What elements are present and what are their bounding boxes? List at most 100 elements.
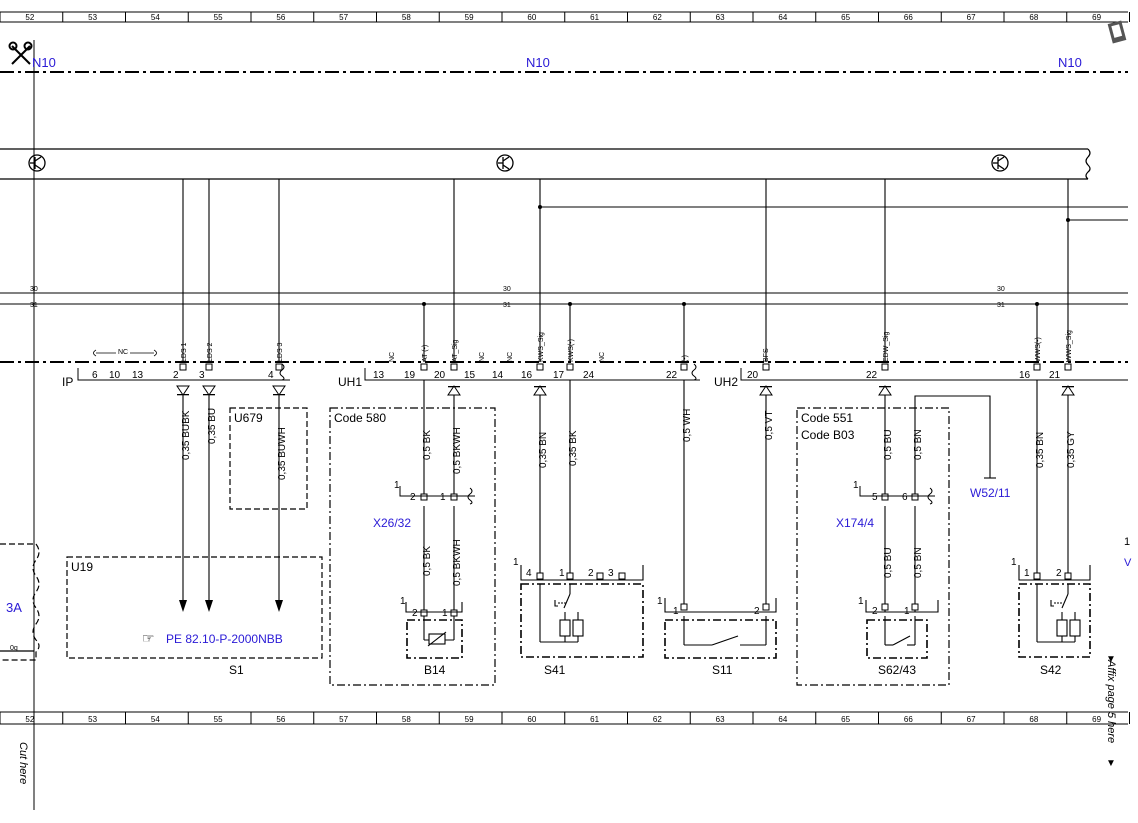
codeb03-label: Code B03 — [801, 428, 855, 442]
uh1-pin: 22 — [666, 370, 678, 381]
s11-switch — [664, 598, 777, 659]
wire-label: 0,35 BN — [1035, 432, 1046, 468]
s41-label: S41 — [544, 663, 566, 677]
code580-label: Code 580 — [334, 411, 386, 425]
pe-reference-icon: ☞ — [142, 630, 155, 646]
pin-contact-marker — [420, 493, 428, 501]
u19-label: U19 — [71, 560, 93, 574]
ruler-column-number: 62 — [653, 13, 662, 22]
signal-label: LDS 2 — [207, 342, 214, 362]
x26-pin: 2 — [410, 492, 416, 503]
u19-box — [66, 556, 323, 659]
arrow-down-icon: ▼ — [1106, 654, 1116, 665]
signal-label: LDS 1 — [181, 342, 188, 362]
signal-label: AT (-) — [422, 345, 429, 362]
s1-label: S1 — [229, 663, 244, 677]
transistor-icon — [496, 154, 514, 172]
pin-contact-marker — [596, 572, 604, 580]
wire-label: 0,35 BN — [538, 432, 549, 468]
code551-label: Code 551 — [801, 411, 853, 425]
wire-label: 0,35 BUBK — [181, 410, 192, 460]
ruler-column-number: 65 — [841, 715, 850, 724]
code580-box — [329, 407, 496, 686]
pin-contact-marker — [911, 493, 919, 501]
pin-contact-marker — [420, 609, 428, 617]
uh1-pin: 17 — [553, 370, 565, 381]
wire-label: 0,5 VT — [764, 411, 775, 440]
scissors-icon — [8, 41, 33, 65]
rail-30-label: 30 — [997, 286, 1005, 293]
signal-label: NC — [507, 352, 514, 362]
s41-pin: 2 — [588, 568, 594, 579]
pin-contact-marker — [881, 603, 889, 611]
connector-ip — [77, 363, 290, 381]
bottom-column-ruler — [0, 711, 1128, 725]
uh1-pin: 19 — [404, 370, 416, 381]
signal-label: KWS_Sig — [538, 332, 545, 362]
rail-31-label: 31 — [503, 302, 511, 309]
top-column-ruler — [0, 11, 1128, 23]
uh1-pin: 14 — [492, 370, 504, 381]
pin-contact-marker — [450, 363, 458, 371]
ruler-column-number: 53 — [88, 13, 97, 22]
b14-pin: 1 — [400, 596, 406, 607]
ruler-column-number: 69 — [1092, 715, 1101, 724]
ruler-column-number: 65 — [841, 13, 850, 22]
uh1-pin: 16 — [521, 370, 533, 381]
pe-reference-link[interactable]: PE 82.10-P-2000NBB — [166, 632, 283, 646]
ruler-column-number: 66 — [904, 13, 913, 22]
wire-label: 0,35 GY — [1066, 431, 1077, 468]
pin-contact-marker — [1064, 572, 1072, 580]
connector-ip-label: IP — [62, 375, 73, 389]
direction-triangles — [176, 385, 1075, 396]
ip-pin: 6 — [92, 370, 98, 381]
n10-label-left: N10 — [32, 55, 56, 70]
pin-contact-marker — [566, 572, 574, 580]
s42-label: S42 — [1040, 663, 1062, 677]
ruler-column-number: 63 — [716, 715, 725, 724]
rail-30-label: 30 — [503, 286, 511, 293]
ip-pin: 2 — [173, 370, 179, 381]
ruler-column-number: 59 — [465, 715, 474, 724]
x174-connector — [859, 486, 935, 505]
s42-pin: 1 — [1011, 557, 1017, 568]
uh2-pin: 16 — [1019, 370, 1031, 381]
transistor-icon — [28, 154, 46, 172]
uh1-pin: 20 — [434, 370, 446, 381]
wire-lines — [182, 179, 1128, 612]
s62-switch — [865, 600, 939, 659]
ip-pin: 4 — [268, 370, 274, 381]
uh2-pin: 20 — [747, 370, 759, 381]
wire-label: 0,5 BK — [422, 546, 433, 576]
ruler-column-number: 57 — [339, 715, 348, 724]
ruler-column-number: 52 — [25, 13, 34, 22]
ruler-column-number: 63 — [716, 13, 725, 22]
ruler-column-number: 62 — [653, 715, 662, 724]
pin-contact-marker — [179, 363, 187, 371]
u679-label: U679 — [234, 411, 263, 425]
s41-pin: 4 — [526, 568, 532, 579]
pin-markers — [179, 363, 1072, 617]
s11-pin: 2 — [754, 606, 760, 617]
x26-pin: 1 — [394, 480, 400, 491]
wire-label: 0,5 BKWH — [452, 539, 463, 586]
connector-uh2-label: UH2 — [714, 375, 738, 389]
b14-sensor — [405, 602, 463, 659]
pin-contact-marker — [536, 572, 544, 580]
s11-label: S11 — [712, 663, 733, 677]
arrow-down-icon: ▼ — [1106, 758, 1116, 769]
uh1-pin: 15 — [464, 370, 476, 381]
w52-label: W52/11 — [970, 486, 1011, 500]
ruler-column-number: 66 — [904, 715, 913, 724]
ruler-column-number: 54 — [151, 715, 160, 724]
ruler-column-number: 64 — [778, 13, 787, 22]
affix-page-label: Affix page 5 here — [1105, 659, 1117, 743]
pin-contact-marker — [420, 363, 428, 371]
ruler-column-number: 54 — [151, 13, 160, 22]
b14-pin: 1 — [442, 608, 448, 619]
pin-contact-marker — [762, 363, 770, 371]
wire-label: 0,5 BN — [913, 429, 924, 460]
b14-label: B14 — [424, 663, 446, 677]
ruler-column-number: 52 — [25, 715, 34, 724]
